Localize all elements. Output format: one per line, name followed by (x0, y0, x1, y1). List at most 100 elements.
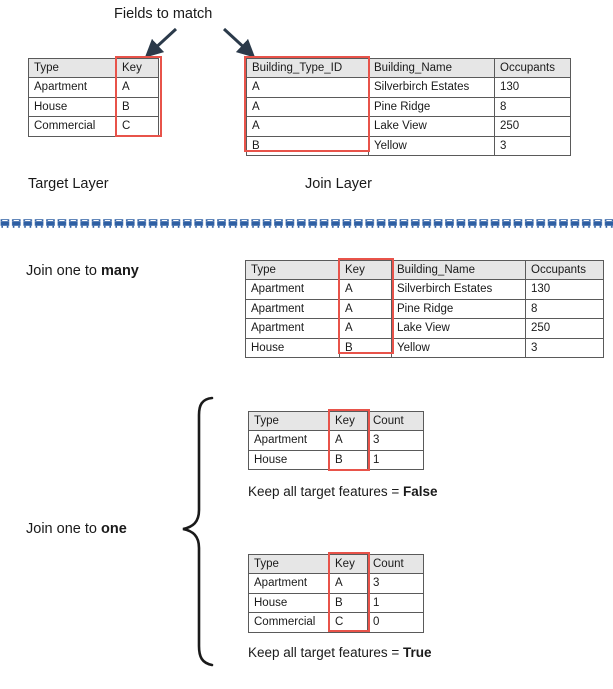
cell-key: A (329, 573, 368, 594)
table-header-row: Type Key Building_Name Occupants (245, 259, 604, 281)
fields-to-match-label: Fields to match (114, 6, 213, 22)
column-header-building-name: Building_Name (368, 57, 495, 79)
cell-key: A (116, 77, 159, 98)
table-header-row: Building_Type_ID Building_Name Occupants (246, 57, 571, 79)
section-divider (0, 218, 613, 230)
cell-type: Apartment (248, 573, 330, 594)
column-header-type: Type (248, 553, 330, 575)
table-row: Commercial C (28, 116, 159, 137)
one-to-many-table: Type Key Building_Name Occupants Apartme… (245, 259, 604, 358)
join-one-to-many-strong: many (100, 263, 139, 279)
column-header-count: Count (367, 553, 424, 575)
cell-type: Apartment (248, 430, 330, 451)
target-layer-table-wrap: Type Key Apartment A House B Commercial … (28, 56, 162, 137)
column-header-type: Type (245, 259, 340, 281)
cell-building-name: Lake View (368, 116, 495, 137)
cell-occupants: 250 (525, 318, 604, 339)
table-row: Apartment A Silverbirch Estates 130 (245, 279, 604, 300)
cell-type: Apartment (245, 298, 340, 320)
cell-count: 3 (367, 573, 424, 594)
cell-occupants: 8 (494, 96, 571, 118)
keep-all-true-value: True (402, 645, 432, 660)
table-row: House B 1 (248, 449, 424, 471)
arrow-to-join-key (218, 26, 262, 60)
keep-all-true-label: Keep all target features = True (248, 645, 432, 660)
cell-occupants: 8 (525, 298, 604, 320)
cell-key: A (339, 298, 392, 320)
join-one-to-one-label: Join one to one (26, 521, 127, 537)
join-one-to-one-strong: one (100, 521, 127, 537)
column-header-building-type-id: Building_Type_ID (246, 57, 369, 79)
join-layer-label: Join Layer (305, 176, 372, 192)
cell-key: C (329, 612, 368, 633)
cell-type: Commercial (248, 612, 330, 633)
table-row: House B Yellow 3 (245, 337, 604, 358)
table-row: A Pine Ridge 8 (246, 96, 571, 118)
column-header-occupants: Occupants (494, 57, 571, 79)
cell-building-name: Yellow (368, 135, 495, 156)
cell-building-name: Pine Ridge (368, 96, 495, 118)
keep-all-false-prefix: Keep all target features = (248, 484, 403, 499)
column-header-building-name: Building_Name (391, 259, 526, 281)
cell-building-type-id: A (246, 116, 369, 137)
keep-all-false-label: Keep all target features = False (248, 484, 438, 499)
table-row: Apartment A (28, 77, 159, 98)
one-to-one-false-table: Type Key Count Apartment A 3 House B 1 (248, 410, 424, 471)
table-header-row: Type Key (28, 57, 159, 79)
table-row: House B 1 (248, 592, 424, 614)
table-header-row: Type Key Count (248, 410, 424, 432)
cell-type: Commercial (28, 116, 117, 137)
cell-count: 0 (367, 612, 424, 633)
cell-key: B (339, 337, 392, 358)
table-row: House B (28, 96, 159, 118)
cell-count: 3 (367, 430, 424, 451)
arrow-to-target-key (140, 26, 184, 60)
join-one-to-many-label: Join one to many (26, 263, 139, 279)
table-row: A Lake View 250 (246, 116, 571, 137)
cell-type: Apartment (28, 77, 117, 98)
cell-count: 1 (367, 592, 424, 614)
cell-building-name: Silverbirch Estates (391, 279, 526, 300)
cell-occupants: 3 (494, 135, 571, 156)
cell-type: Apartment (245, 279, 340, 300)
column-header-key: Key (116, 57, 159, 79)
cell-building-name: Silverbirch Estates (368, 77, 495, 98)
column-header-type: Type (28, 57, 117, 79)
cell-key: B (116, 96, 159, 118)
table-row: B Yellow 3 (246, 135, 571, 156)
table-row: Apartment A 3 (248, 430, 424, 451)
target-layer-label: Target Layer (28, 176, 109, 192)
table-row: Apartment A Pine Ridge 8 (245, 298, 604, 320)
table-row: Commercial C 0 (248, 612, 424, 633)
table-row: Apartment A 3 (248, 573, 424, 594)
keep-all-true-prefix: Keep all target features = (248, 645, 403, 660)
table-header-row: Type Key Count (248, 553, 424, 575)
keep-all-false-value: False (402, 484, 438, 499)
cell-building-name: Pine Ridge (391, 298, 526, 320)
table-row: A Silverbirch Estates 130 (246, 77, 571, 98)
cell-building-type-id: B (246, 135, 369, 156)
cell-count: 1 (367, 449, 424, 471)
join-one-to-many-prefix: Join one to (26, 263, 101, 279)
one-to-one-true-table: Type Key Count Apartment A 3 House B 1 C… (248, 553, 424, 633)
cell-building-type-id: A (246, 96, 369, 118)
join-one-to-one-prefix: Join one to (26, 521, 101, 537)
cell-key: C (116, 116, 159, 137)
cell-building-type-id: A (246, 77, 369, 98)
column-header-key: Key (329, 410, 368, 432)
cell-type: House (248, 592, 330, 614)
cell-type: House (245, 337, 340, 358)
join-layer-table-wrap: Building_Type_ID Building_Name Occupants… (244, 56, 571, 156)
cell-key: B (329, 449, 368, 471)
cell-occupants: 3 (525, 337, 604, 358)
cell-key: A (339, 279, 392, 300)
one-to-many-table-wrap: Type Key Building_Name Occupants Apartme… (245, 258, 604, 358)
cell-building-name: Yellow (391, 337, 526, 358)
column-header-key: Key (339, 259, 392, 281)
cell-key: A (339, 318, 392, 339)
cell-key: A (329, 430, 368, 451)
cell-occupants: 250 (494, 116, 571, 137)
one-to-one-false-table-wrap: Type Key Count Apartment A 3 House B 1 (248, 409, 424, 471)
column-header-occupants: Occupants (525, 259, 604, 281)
column-header-key: Key (329, 553, 368, 575)
